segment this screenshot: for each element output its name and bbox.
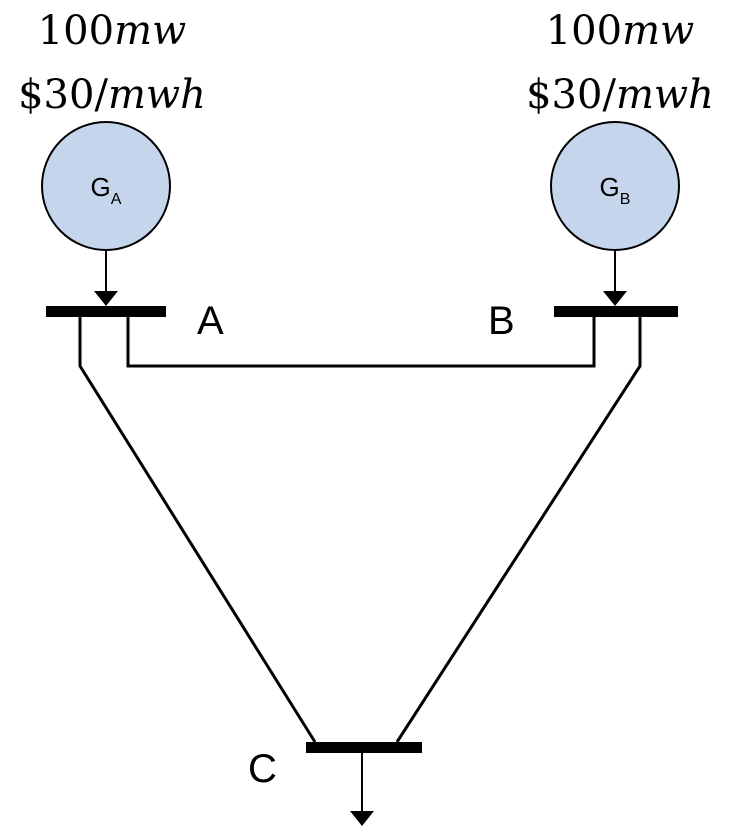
gen-b-arrow-head — [603, 291, 627, 306]
line-a-b — [126, 317, 596, 368]
generator-a-symbol: GA — [91, 172, 122, 208]
gen-b-capacity: 100mw — [546, 8, 695, 54]
line-b-c — [395, 317, 642, 743]
generator-b-symbol: GB — [600, 172, 631, 208]
gen-a-arrow-head — [94, 291, 118, 306]
bus-c-label: C — [248, 747, 277, 791]
bus-a-label: A — [197, 299, 224, 343]
gen-b-price: $30/mwh — [526, 72, 714, 118]
bus-b — [554, 306, 678, 317]
load-arrow-head — [350, 811, 374, 826]
bus-a — [46, 306, 166, 317]
line-a-c — [78, 317, 317, 743]
gen-a-price: $30/mwh — [18, 72, 206, 118]
bus-c — [306, 742, 422, 753]
gen-a-capacity: 100mw — [38, 8, 187, 54]
bus-b-label: B — [488, 299, 515, 343]
